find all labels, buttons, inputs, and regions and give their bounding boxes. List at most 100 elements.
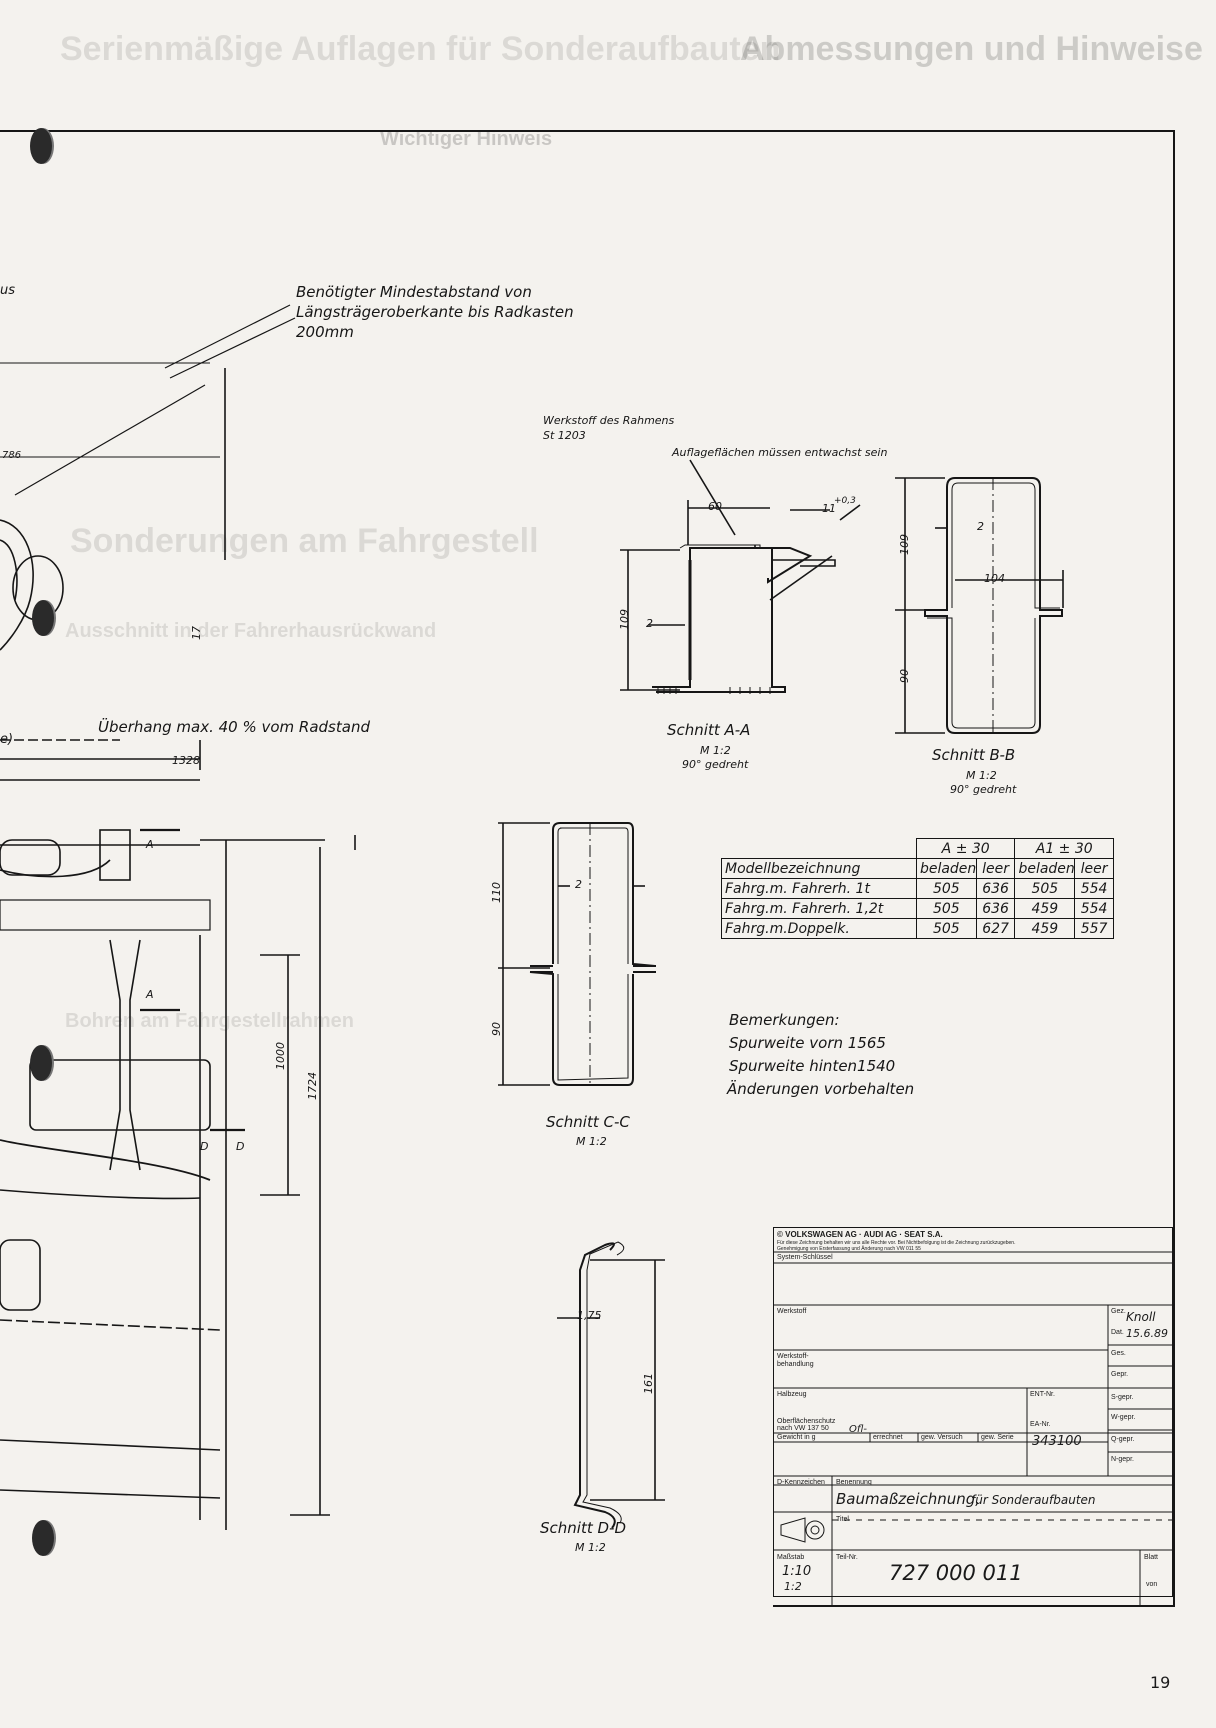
marker-d-left: D: [200, 1140, 209, 1153]
a-empty: 636: [975, 878, 1016, 899]
table-empty-corner: [721, 838, 917, 859]
title-block-copyright: © VOLKSWAGEN AG · AUDI AG · SEAT S.A.: [777, 1230, 943, 1239]
col-a-loaded-header: beladen: [915, 858, 977, 879]
left-label-us: us: [0, 283, 16, 298]
a1-loaded: 505: [1014, 878, 1076, 899]
section-cc-scale: M 1:2: [576, 1135, 607, 1148]
section-aa-title: Schnitt A-A: [667, 721, 751, 739]
ghost-heading-1: Serienmäßige Auflagen für Sonderaufbaute…: [60, 30, 781, 68]
surface-protection-label: Oberflächenschutz nach VW 137 50: [777, 1418, 836, 1432]
min-distance-note-line-1: Benötigter Mindestabstand von: [296, 283, 532, 301]
title-label: Titel: [836, 1516, 849, 1523]
ent-number-label: ENT-Nr.: [1030, 1391, 1055, 1398]
dim-1000: 1000: [274, 1042, 287, 1070]
section-dd-title: Schnitt D-D: [540, 1519, 626, 1537]
title-block-copyright-note-2: Genehmigung von Ersterfassung und Änderu…: [777, 1246, 921, 1252]
section-aa-rotation: 90° gedreht: [682, 758, 749, 771]
material-note-line-1: Werkstoff des Rahmens: [543, 414, 675, 427]
dim-1328: 1328: [172, 754, 200, 767]
weight-calculated-label: errechnet: [873, 1434, 903, 1441]
date-label: Dat.: [1111, 1329, 1124, 1336]
punch-hole-top: [30, 128, 52, 164]
a-loaded: 505: [915, 878, 977, 899]
a-empty: 627: [975, 918, 1016, 939]
model-name: Fahrg.m. Fahrerh. 1t: [721, 878, 917, 899]
model-name: Fahrg.m.Doppelk.: [721, 918, 917, 939]
sheet-label: Blatt: [1144, 1554, 1159, 1561]
section-bb-dim-90: 90: [898, 669, 911, 683]
a1-loaded: 459: [1014, 918, 1076, 939]
a1-empty: 557: [1074, 918, 1114, 939]
a-loaded: 505: [915, 898, 977, 919]
min-distance-note-line-2: Längsträgeroberkante bis Radkasten: [296, 303, 574, 321]
section-bb-dim-109: 109: [898, 534, 911, 555]
remarks-heading: Bemerkungen:: [729, 1011, 840, 1029]
n-check-label: N-gepr.: [1111, 1456, 1134, 1463]
material-label: Werkstoff: [777, 1308, 807, 1315]
scale-value-1: 1:10: [782, 1564, 812, 1579]
remarks-line-2: Spurweite hinten1540: [729, 1057, 896, 1075]
min-distance-note-line-3: 200mm: [296, 323, 354, 341]
material-note-line-2: St 1203: [543, 429, 586, 442]
treatment-label: Werkstoff-behandlung: [777, 1353, 814, 1368]
marker-a-bottom: A: [146, 988, 154, 1001]
marker-a-top: A: [146, 838, 154, 851]
table-header-group-row: A ± 30 A1 ± 30: [721, 838, 1114, 859]
a-loaded: 505: [915, 918, 977, 939]
col-a-empty-header: leer: [975, 858, 1016, 879]
punch-hole-lower-mid: [30, 1045, 52, 1081]
a1-loaded: 459: [1014, 898, 1076, 919]
support-surfaces-note: Auflageflächen müssen entwachst sein: [672, 446, 888, 459]
scale-label: Maßstab: [777, 1554, 805, 1561]
title-block-copyright-note-1: Für diese Zeichnung behalten wir uns all…: [777, 1240, 1016, 1246]
table-header-row: Modellbezeichnung beladen leer beladen l…: [721, 858, 1114, 879]
remarks-line-1: Spurweite vorn 1565: [729, 1034, 886, 1052]
section-dd-dim-161: 161: [642, 1373, 655, 1394]
section-dd-scale: M 1:2: [575, 1541, 606, 1554]
col-model-header: Modellbezeichnung: [721, 858, 917, 879]
section-bb-title: Schnitt B-B: [932, 746, 1016, 764]
ghost-heading-4: Sonderungen am Fahrgestell: [70, 522, 539, 560]
section-aa-dim-60: 60: [708, 500, 722, 513]
punch-hole-bottom: [32, 1520, 54, 1556]
ghost-heading-5: Ausschnitt in der Fahrerhausrückwand: [65, 620, 437, 642]
table-row: Fahrg.m. Fahrerh. 1t 505 636 505 554: [721, 878, 1114, 899]
ea-number-value: 343100: [1032, 1434, 1082, 1449]
date-value: 15.6.89: [1126, 1327, 1168, 1340]
system-key-label: System-Schlüssel: [777, 1254, 833, 1261]
table-row: Fahrg.m. Fahrerh. 1,2t 505 636 459 554: [721, 898, 1114, 919]
section-aa-scale: M 1:2: [700, 744, 731, 757]
table-row: Fahrg.m.Doppelk. 505 627 459 557: [721, 918, 1114, 939]
remarks-line-3: Änderungen vorbehalten: [727, 1080, 915, 1098]
checked-label: Ges.: [1111, 1350, 1126, 1357]
name-value: Baumaßzeichnung,: [836, 1490, 981, 1508]
group-a-header: A ± 30: [915, 838, 1016, 859]
section-bb-scale: M 1:2: [966, 769, 997, 782]
weight-test-label: gew. Versuch: [921, 1434, 963, 1441]
ghost-heading-3: Wichtiger Hinweis: [380, 128, 553, 150]
a1-empty: 554: [1074, 878, 1114, 899]
approved-label: Gepr.: [1111, 1371, 1129, 1378]
section-aa-dim-2: 2: [646, 617, 653, 630]
left-label-e: e): [0, 732, 14, 747]
w-check-label: W-gepr.: [1111, 1414, 1136, 1421]
scale-value-2: 1:2: [784, 1580, 802, 1593]
ghost-heading-2: Abmessungen und Hinweise: [740, 30, 1203, 68]
dim-786: 786: [2, 450, 22, 461]
a1-empty: 554: [1074, 898, 1114, 919]
weight-label: Gewicht in g: [777, 1434, 816, 1441]
d-key-label: D-Kennzeichen: [777, 1479, 825, 1486]
drawn-value: Knoll: [1126, 1310, 1156, 1324]
title-block: © VOLKSWAGEN AG · AUDI AG · SEAT S.A. Fü…: [773, 1227, 1173, 1597]
drawing-frame: [0, 130, 1175, 1607]
group-a1-header: A1 ± 30: [1014, 838, 1114, 859]
section-cc-dim-110: 110: [490, 882, 503, 903]
section-aa-dim-109: 109: [618, 609, 631, 630]
marker-d-right: D: [236, 1140, 245, 1153]
section-bb-rotation: 90° gedreht: [950, 783, 1017, 796]
part-number-value: 727 000 011: [889, 1561, 1023, 1585]
overhang-note: Überhang max. 40 % vom Radstand: [98, 718, 370, 736]
page-number: 19: [1150, 1673, 1171, 1692]
section-bb-dim-2: 2: [977, 520, 984, 533]
